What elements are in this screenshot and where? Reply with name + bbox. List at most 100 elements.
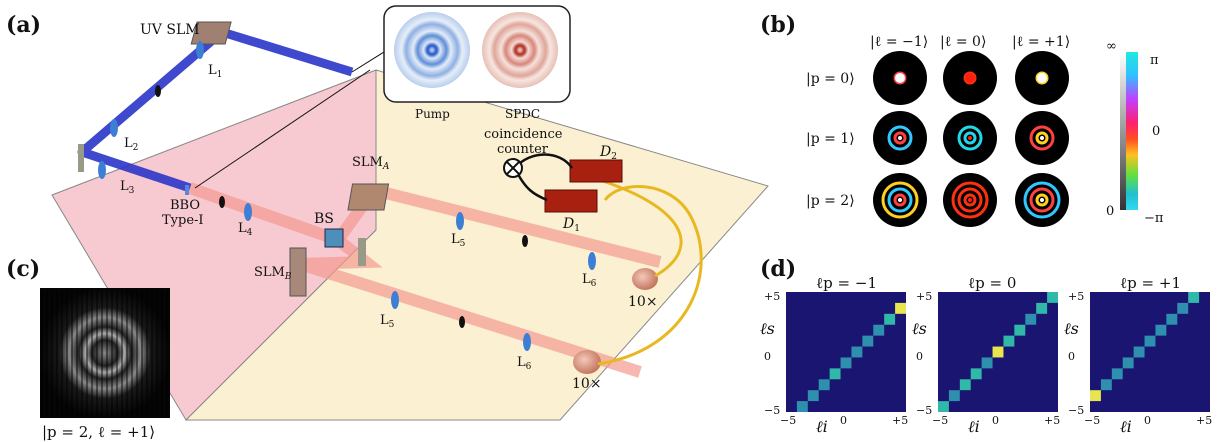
detector-d1: [544, 189, 598, 213]
colorbar-top: π: [1150, 53, 1159, 68]
heatmap-xtick: −5: [1084, 414, 1100, 427]
mode-row-labels: |p = 0⟩|p = 1⟩|p = 2⟩: [806, 71, 855, 209]
heatmap-xtick: +5: [892, 414, 908, 427]
inset-pump-label: Pump: [415, 107, 450, 121]
colorbar-mid: 0: [1152, 124, 1160, 139]
heatmap-cell: [884, 313, 896, 325]
mode-column-headers: |ℓ = −1⟩|ℓ = 0⟩|ℓ = +1⟩: [870, 34, 1070, 50]
beam-splitter: [324, 228, 344, 248]
mode-ring: [1029, 125, 1055, 151]
heatmap-cell: [938, 401, 949, 412]
mode-row-label: |p = 2⟩: [806, 193, 855, 209]
slm-a: [347, 183, 390, 211]
hologram-image: [40, 288, 170, 418]
heatmap-cell: [1177, 302, 1189, 314]
heatmap-cell: [1047, 292, 1058, 303]
hologram-caption: |p = 2, ℓ = +1⟩: [42, 423, 155, 441]
mode-core: [1037, 73, 1047, 83]
heatmap-ytick: +5: [916, 290, 932, 303]
uv-slm-label: UV SLM: [140, 22, 200, 38]
fiber-a: [599, 178, 683, 278]
mode-ring: [1035, 131, 1049, 145]
l4-label: L4: [238, 221, 253, 238]
heatmap-cell: [992, 346, 1004, 358]
lens-l2: [110, 119, 118, 137]
objective-b: [573, 350, 601, 374]
heatmap-cell: [895, 302, 906, 314]
heatmap-ytick: 0: [764, 350, 771, 363]
heatmap-cell: [840, 357, 852, 369]
heatmap-cell: [873, 324, 885, 336]
pump-profile: [394, 12, 470, 88]
coincidence-label-1: coincidence: [484, 127, 563, 142]
heatmap-cell: [948, 390, 960, 402]
panel-b-modes: (b) |ℓ = −1⟩|ℓ = 0⟩|ℓ = +1⟩ |p = 0⟩|p = …: [760, 12, 1164, 227]
slm-b-label: SLMB: [254, 265, 292, 282]
heatmap-ytick: +5: [1068, 290, 1084, 303]
mode-core: [898, 136, 902, 140]
mode-ring: [1035, 193, 1049, 207]
detector-d2: [569, 159, 623, 183]
mode-core: [1040, 136, 1044, 140]
colorbar-inf: ∞: [1106, 39, 1117, 54]
mirror-uv: [78, 144, 84, 172]
spdc-beam-b: [298, 235, 642, 378]
colorbar-gray: [1120, 52, 1126, 210]
heatmap-xtick: +5: [1044, 414, 1060, 427]
heatmap-cell: [1111, 368, 1123, 380]
l3-label: L3: [120, 179, 135, 196]
aperture-a: [522, 235, 528, 247]
heatmap-cell: [818, 379, 830, 391]
spdc-profile: [482, 12, 558, 88]
l5b-label: L5: [380, 313, 395, 330]
panel-label-d: (d): [760, 256, 796, 282]
heatmap-xlabel: ℓi: [968, 417, 980, 436]
mode-ring: [957, 125, 983, 151]
heatmap-cell: [1144, 335, 1156, 347]
heatmap-xtick: +5: [1196, 414, 1212, 427]
mode-ring: [963, 193, 977, 207]
heatmap-cell: [851, 346, 863, 358]
heatmap-xlabel: ℓi: [816, 417, 828, 436]
heatmap-background: [1090, 292, 1210, 412]
mode-core: [968, 136, 972, 140]
bbo-type-label: Type-I: [162, 213, 204, 228]
l6b-label: L6: [517, 355, 532, 372]
mode-ring: [1023, 181, 1061, 219]
heatmap-ytick: 0: [916, 350, 923, 363]
panel-a-setup: (a) UV SLM L1 L2 L3 BBO Type-I L4 BS SLM…: [6, 5, 769, 421]
mode-ring: [1029, 187, 1055, 213]
fiber-b: [597, 185, 703, 366]
mode-ring: [963, 131, 977, 145]
panel-label-b: (b): [760, 12, 796, 38]
heatmap-ylabel: ℓs: [760, 319, 775, 338]
mode-row-label: |p = 0⟩: [806, 71, 855, 87]
heatmap-ylabel: ℓs: [912, 319, 927, 338]
uv-beam: [77, 27, 354, 193]
heatmap-cell: [959, 379, 971, 391]
heatmap-cell: [1188, 292, 1200, 303]
inset-spdc-label: SPDC: [505, 107, 540, 121]
uv-slm: [190, 21, 232, 45]
mode-core: [898, 198, 902, 202]
d1-label: D1: [562, 216, 580, 234]
heatmap-cell: [1155, 324, 1167, 336]
l6a-label: L6: [582, 272, 597, 289]
slm-b: [289, 247, 307, 297]
coincidence-label-2: counter: [497, 142, 549, 157]
lens-l5a: [456, 212, 464, 230]
mode-ring: [887, 125, 913, 151]
mode-core: [968, 198, 972, 202]
heatmap-xtick: 0: [992, 414, 999, 427]
lens-l3: [98, 161, 106, 179]
mode-col-header: |ℓ = −1⟩: [870, 34, 928, 50]
colorbar-bot: −π: [1144, 211, 1164, 226]
mode-col-header: |ℓ = +1⟩: [1012, 34, 1070, 50]
heatmap-cell: [1014, 324, 1026, 336]
colorbar: [1126, 52, 1138, 210]
mode-ring: [887, 187, 913, 213]
heatmap-cell: [862, 335, 874, 347]
d2-label: D2: [599, 144, 617, 162]
heatmap-title: ℓp = 0: [968, 274, 1016, 292]
aperture-uv: [155, 85, 161, 97]
